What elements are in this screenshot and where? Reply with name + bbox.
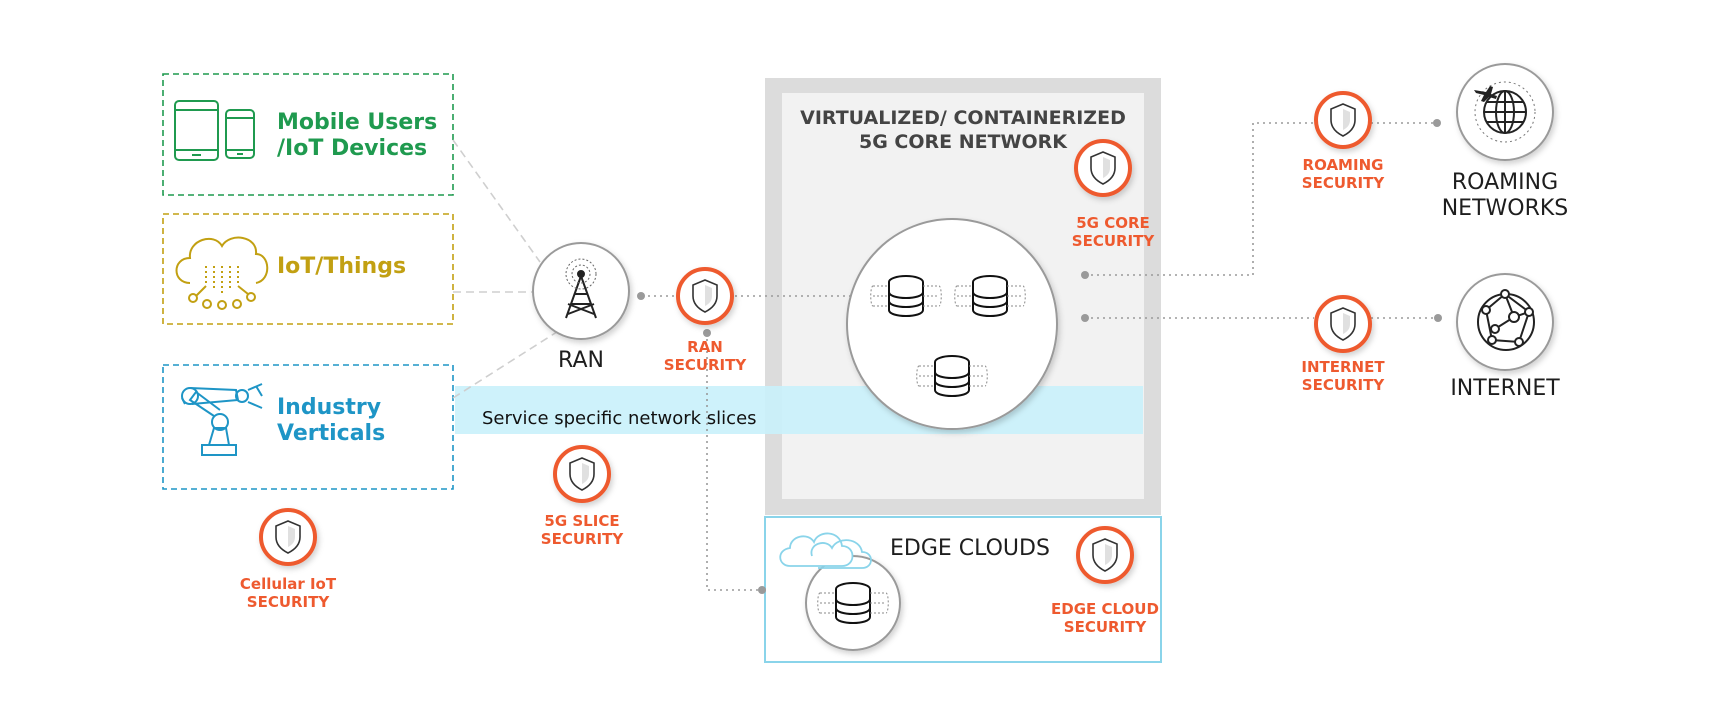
core-security-label: 5G CORE SECURITY — [1071, 214, 1155, 250]
slice-security-label: 5G SLICE SECURITY — [540, 512, 624, 548]
iot-cloud-icon — [175, 236, 269, 310]
cellular-iot-security-label: Cellular IoT SECURITY — [239, 575, 337, 611]
internet-security-label: INTERNET SECURITY — [1301, 358, 1385, 394]
ran-security-badge — [676, 267, 734, 325]
ran-node — [532, 242, 630, 340]
source-connectors — [452, 139, 561, 399]
roaming-security-badge — [1314, 91, 1372, 149]
internet-security-badge — [1314, 295, 1372, 353]
dotted-connectors — [642, 122, 1438, 591]
roaming-networks-label: ROAMING NETWORKS — [1441, 170, 1569, 221]
network-slices-label: Service specific network slices — [482, 408, 757, 429]
cell-tower-icon — [565, 258, 597, 319]
mobile-devices-icon — [174, 100, 255, 161]
connector-dots — [637, 119, 1442, 594]
edge-cloud-security-badge — [1076, 526, 1134, 584]
core-network-title: VIRTUALIZED/ CONTAINERIZED 5G CORE NETWO… — [800, 107, 1126, 153]
mobile-users-label: Mobile Users /IoT Devices — [277, 110, 438, 161]
roaming-security-label: ROAMING SECURITY — [1301, 156, 1385, 192]
internet-node — [1456, 273, 1554, 371]
network-globe-icon — [1477, 289, 1535, 351]
globe-icon — [1474, 81, 1536, 143]
edge-cloud-security-label: EDGE CLOUD SECURITY — [1051, 600, 1159, 636]
cloud-icon — [779, 532, 872, 569]
core-security-badge — [1074, 139, 1132, 197]
mobile-users-box — [162, 73, 454, 196]
robot-arm-icon — [181, 383, 263, 456]
edge-database-node — [805, 555, 901, 651]
slice-security-badge — [553, 445, 611, 503]
ran-security-label: RAN SECURITY — [663, 338, 747, 374]
iot-things-label: IoT/Things — [277, 254, 407, 279]
internet-label: INTERNET — [1450, 376, 1560, 401]
airplane-icon — [1474, 86, 1497, 102]
industry-verticals-box — [162, 364, 454, 490]
edge-clouds-label: EDGE CLOUDS — [890, 536, 1050, 561]
roaming-networks-node — [1456, 63, 1554, 161]
iot-things-box — [162, 213, 454, 325]
industry-verticals-label: Industry Verticals — [277, 395, 386, 446]
ran-label: RAN — [558, 348, 604, 373]
core-database-cluster — [846, 218, 1058, 430]
cellular-iot-security-badge — [259, 508, 317, 566]
